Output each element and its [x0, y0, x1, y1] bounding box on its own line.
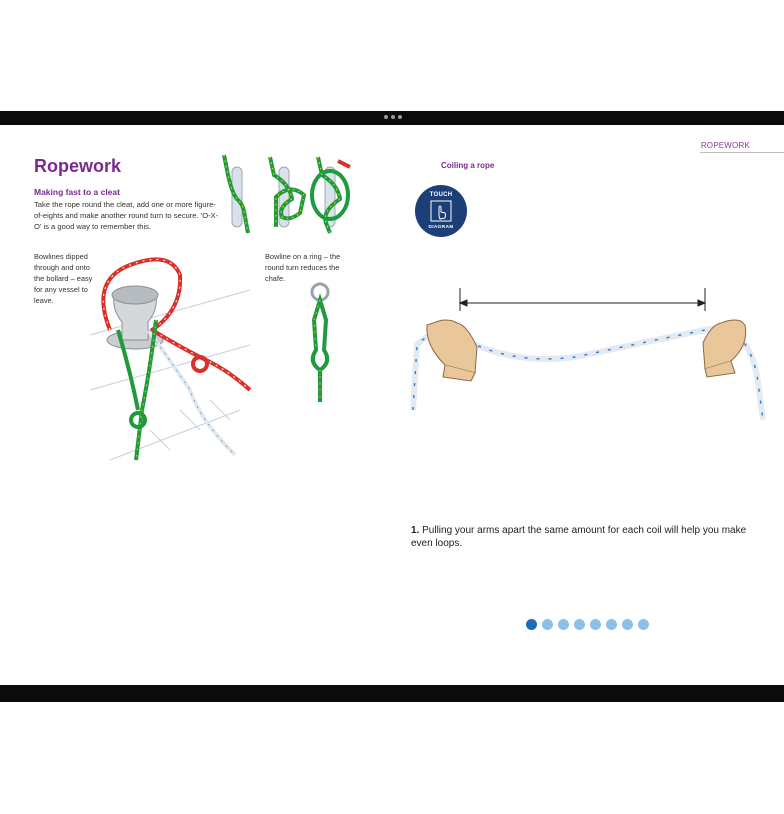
pager-dot-4[interactable] [574, 619, 585, 630]
right-hand-icon [702, 319, 747, 378]
touch-label: TOUCH [429, 192, 453, 198]
bottom-toolbar [0, 685, 784, 702]
intro-text: Take the rope round the cleat, add one o… [34, 200, 219, 231]
caption-ring: Bowline on a ring – the round turn reduc… [265, 252, 341, 283]
coiling-rope-illustration [410, 288, 766, 421]
cleat-step-2 [268, 156, 307, 228]
section-rule [700, 152, 784, 153]
more-menu-icon[interactable] [384, 115, 402, 119]
touch-diagram-button[interactable]: TOUCH DIAGRAM [415, 185, 467, 237]
ring-bowline-illustration [310, 282, 330, 402]
pager-dot-2[interactable] [542, 619, 553, 630]
slide-pager [526, 619, 649, 630]
bollard-illustration [89, 257, 252, 461]
subhead-cleat: Making fast to a cleat [34, 187, 120, 197]
cleat-sequence-illustration [222, 154, 351, 234]
section-tag: ROPEWORK [700, 141, 750, 150]
pager-dot-6[interactable] [606, 619, 617, 630]
left-hand-icon [426, 319, 478, 382]
cleat-step-1 [222, 154, 250, 234]
step-text: Pulling your arms apart the same amount … [411, 525, 747, 549]
measure-arrow-icon [458, 288, 707, 311]
pager-dot-5[interactable] [590, 619, 601, 630]
page-title: Ropework [34, 156, 122, 176]
pager-dot-3[interactable] [558, 619, 569, 630]
hand-touch-icon [430, 200, 452, 222]
step-number: 1. [411, 525, 420, 536]
coiling-title: Coiling a rope [441, 161, 495, 170]
cleat-step-3 [310, 156, 351, 234]
caption-bollard: Bowlines dipped through and onto the bol… [34, 252, 93, 305]
pager-dot-1[interactable] [526, 619, 537, 630]
diagram-label: DIAGRAM [428, 225, 454, 230]
step-caption: 1. Pulling your arms apart the same amou… [411, 524, 761, 550]
pager-dot-7[interactable] [622, 619, 633, 630]
pager-dot-8[interactable] [638, 619, 649, 630]
